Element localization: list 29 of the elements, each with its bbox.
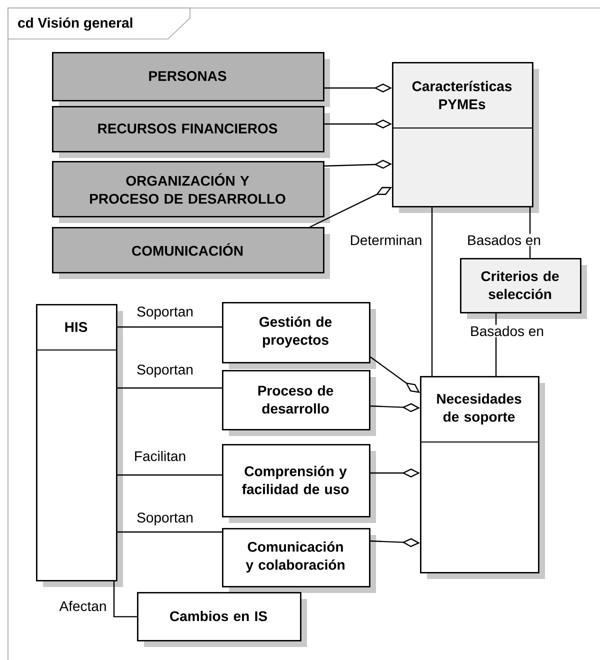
box: Gestión de proyectos bbox=[222, 302, 376, 369]
box: Proceso de desarrollo bbox=[222, 370, 376, 436]
box: Criterios de selección bbox=[460, 258, 587, 319]
frame-tab: cd Visión general bbox=[8, 8, 190, 40]
edge-label: Basados en bbox=[466, 234, 542, 246]
edge-label: Soportan bbox=[136, 512, 194, 526]
edge-label: Facilitan bbox=[132, 450, 188, 462]
edge-label: Basados en bbox=[469, 324, 545, 338]
connector-line bbox=[113, 581, 137, 618]
aggregation-line bbox=[370, 356, 420, 393]
connector-line bbox=[117, 474, 222, 476]
connector-line bbox=[431, 207, 433, 376]
edge-label: Determinan bbox=[348, 234, 424, 246]
box: ORGANIZACIÓN Y PROCESO DE DESARROLLO bbox=[52, 161, 330, 223]
edge-label: Afectan bbox=[58, 600, 108, 612]
edge-label: Soportan bbox=[136, 364, 194, 378]
box: Cambios en IS bbox=[137, 592, 307, 647]
box: COMUNICACIÓN bbox=[52, 227, 330, 279]
edge-label: Soportan bbox=[136, 306, 194, 320]
connector-line bbox=[117, 326, 222, 328]
connector-line bbox=[117, 531, 222, 533]
box: Comunicación y colaboración bbox=[222, 528, 376, 593]
box: RECURSOS FINANCIEROS bbox=[52, 106, 330, 158]
box: PERSONAS bbox=[52, 52, 330, 107]
box: Comprensión y facilidad de uso bbox=[222, 444, 376, 523]
class-box: Características PYMEs bbox=[392, 62, 539, 213]
connector-line bbox=[117, 387, 222, 389]
class-box: Necesidades de soporte bbox=[420, 376, 545, 579]
class-box: HIS bbox=[36, 304, 123, 587]
